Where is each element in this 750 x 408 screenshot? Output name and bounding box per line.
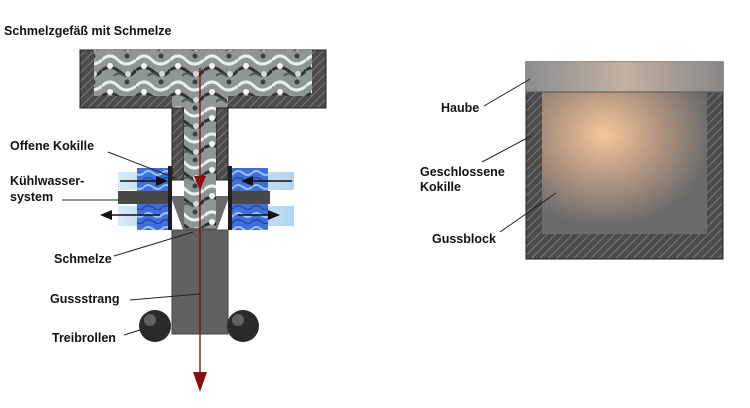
label-geschlossene-line1: Geschlossene: [420, 165, 505, 179]
crucible: [79, 49, 327, 109]
label-geschlossene-line2: Kokille: [420, 180, 461, 194]
leader-lines-left: [62, 151, 201, 336]
casting-direction-arrow: [193, 68, 207, 392]
water-out-right-arrow: [238, 210, 280, 220]
label-kuehlwasser-line1: Kühlwasser-: [10, 174, 84, 188]
label-gussblock: Gussblock: [432, 232, 496, 246]
label-kuehlwasser-line2: system: [10, 190, 53, 204]
label-schmelze: Schmelze: [54, 252, 112, 266]
open-mold: [168, 166, 232, 232]
label-treibrollen: Treibrollen: [52, 331, 116, 345]
water-in-right-arrow: [241, 176, 292, 186]
drive-roller-right: [227, 310, 259, 342]
cooling-water-system: [100, 168, 294, 230]
label-schmelzgefaess: Schmelzgefäß mit Schmelze: [4, 24, 171, 38]
closed-mold: [525, 61, 724, 260]
leader-lines-right: [481, 78, 557, 233]
water-in-left-arrow: [120, 176, 168, 186]
label-offene-kokille: Offene Kokille: [10, 139, 94, 153]
label-haube: Haube: [441, 101, 479, 115]
water-out-left-arrow: [100, 210, 160, 220]
drive-roller-left: [139, 310, 171, 342]
hood: [526, 62, 723, 93]
label-gussstrang: Gussstrang: [50, 292, 119, 306]
